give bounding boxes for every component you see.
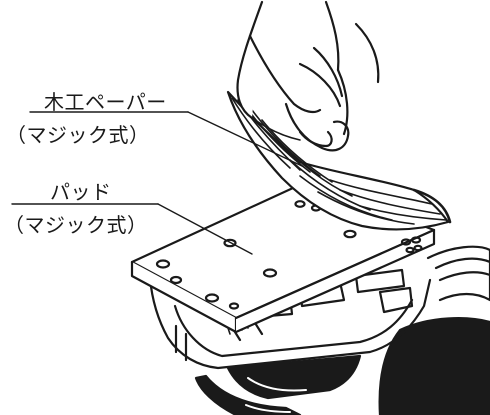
leader-lines (11, 111, 303, 255)
sandpaper-label: 木工ペーパー (44, 90, 167, 114)
pad-type-label: （マジック式） (4, 213, 148, 237)
sandpaper-type-label: （マジック式） (6, 123, 150, 147)
hand (236, 0, 380, 152)
sandpaper-sheet (226, 90, 452, 231)
pad-leader (157, 203, 253, 255)
sandpaper-leader (187, 111, 303, 167)
pad-label: パッド (50, 180, 112, 204)
